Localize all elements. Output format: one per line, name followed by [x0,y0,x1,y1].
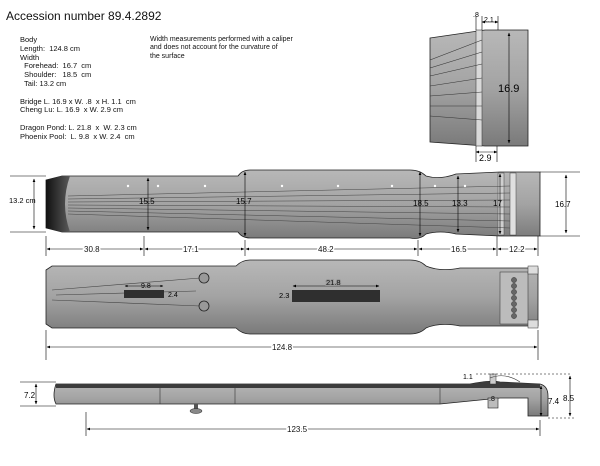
dragon-pond [292,290,380,302]
top-hui-markers [126,184,467,188]
top-segment-label: 12.2 [509,245,525,254]
spec-line: Bridge L. 16.9 x W. .8 x H. 1.1 cm [20,96,136,106]
accession-title: Accession number 89.4.2892 [6,9,162,23]
note-line: the surface [150,52,185,60]
top-tail-width-label: 13.2 cm [9,196,36,205]
bottom-foot [527,319,539,329]
top-view: 13.2 cm 15.5 15.7 18.5 13.3 17 16.7 30.8… [9,169,580,256]
spec-line: Shoulder: 18.5 cm [20,70,92,80]
measurement-specs: Body Length: 124.8 cm Width Forehead: 16… [20,35,137,142]
spec-line: Length: 124.8 cm [20,43,81,53]
phoenix-length-label: 9.8 [141,283,151,290]
side-view: 7.2 1.1 .8 7.4 8.5 123.5 [20,373,575,436]
side-bridge-width-label: .8 [489,396,495,403]
detail-w2-label: 2.1 [484,17,494,24]
note-line: Width measurements performed with a cali… [150,36,293,43]
top-width-label: 15.7 [236,197,252,206]
detail-strings [429,39,483,121]
caliper-note: Width measurements performed with a cali… [150,36,293,61]
top-segment-label: 17.1 [183,245,199,254]
top-width-label: 18.5 [413,199,429,208]
phoenix-width-label: 2.4 [168,292,178,299]
top-segment-label: 30.8 [84,245,100,254]
side-length-label: 123.5 [287,425,308,434]
top-bridge [509,172,517,236]
side-head-label-b: 8.5 [563,394,575,403]
note-line: and does not account for the curvature o… [150,44,278,52]
spec-line: Phoenix Pool: L. 9.8 x W. 2.4 cm [20,131,135,141]
side-bridge [489,373,497,385]
detail-bridge [475,29,483,147]
side-top-dark [56,381,540,388]
spec-line: Width [20,52,40,62]
top-width-label: 15.5 [139,197,155,206]
phoenix-pool [124,290,164,298]
top-strings [67,185,511,229]
bottom-foot-peg [198,300,210,312]
side-head-label-a: 7.4 [548,397,560,406]
bottom-view: 9.8 2.4 21.8 2.3 124.8 [45,259,539,360]
side-tail-label: 7.2 [24,391,36,400]
dragon-length-label: 21.8 [326,278,341,287]
spec-line: Body [20,35,38,44]
detail-length-label: 16.9 [498,83,519,95]
bridge-detail: .8 2.1 16.9 2.9 [429,12,529,163]
bottom-length-label: 124.8 [272,343,293,352]
spec-line: Cheng Lu: L. 16.9 x W. 2.9 cm [20,105,123,115]
side-front-legs [487,397,499,409]
detail-width-label: 2.9 [479,153,492,163]
top-tail-dark [46,176,70,232]
tuning-pegs [511,277,517,319]
bottom-foot [527,265,539,275]
top-forehead-label: 16.7 [555,200,571,209]
top-segment-label: 16.5 [451,245,467,254]
top-width-label: 13.3 [452,199,468,208]
spec-line: Tail: 13.2 cm [20,78,67,88]
top-width-label: 17 [493,199,502,208]
side-front-curve [489,375,521,383]
bottom-foot-peg [198,272,210,284]
spec-line: Dragon Pond: L. 21.8 x W. 2.3 cm [20,122,137,132]
dragon-width-label: 2.3 [279,291,289,300]
detail-w1-label: .8 [473,12,479,19]
side-bridge-height-label: 1.1 [463,374,473,381]
top-segment-label: 48.2 [318,245,334,254]
top-segment-guides [45,236,539,256]
spec-line: Forehead: 16.7 cm [20,61,92,71]
side-foot [189,404,203,414]
